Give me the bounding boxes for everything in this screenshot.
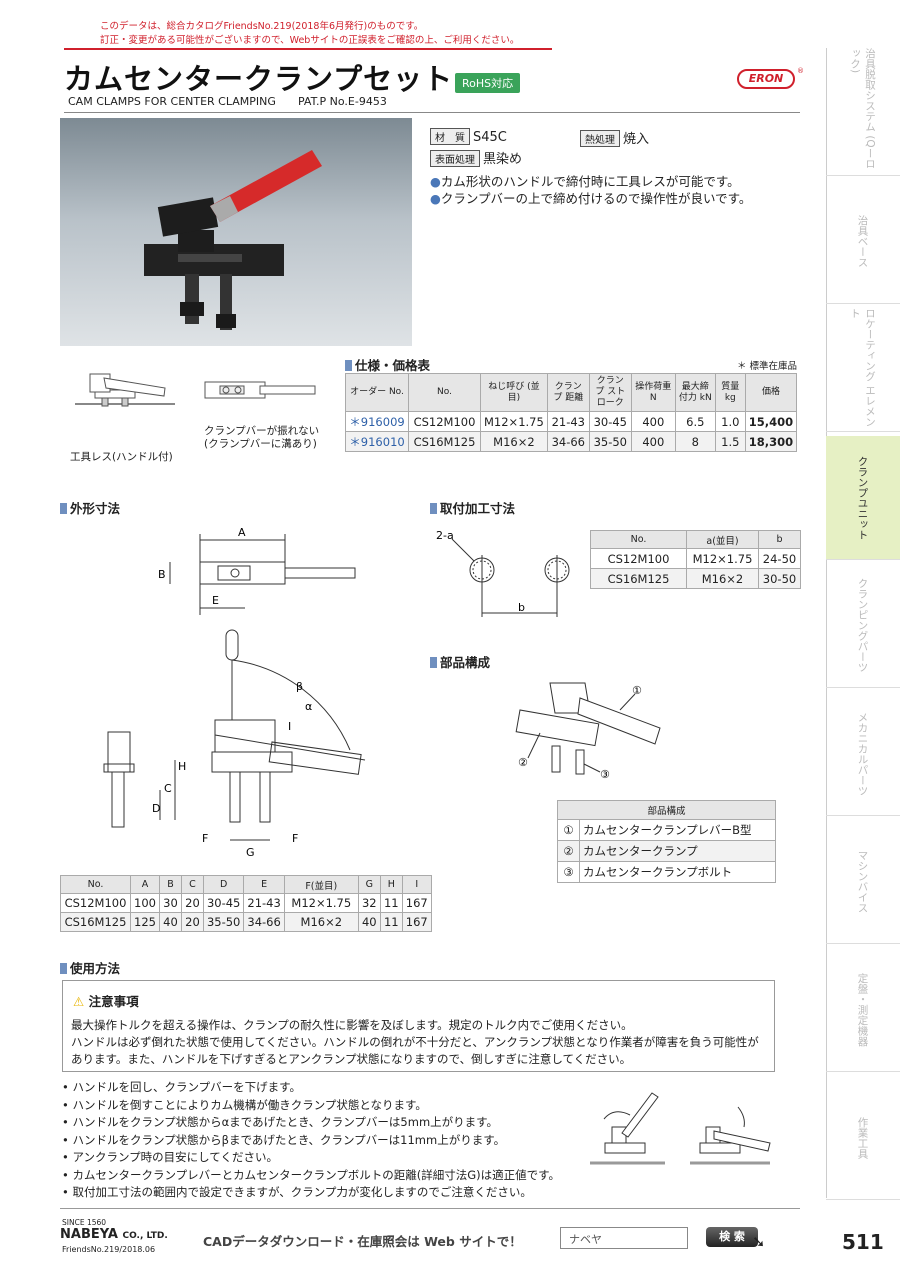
heat-spec: 熱処理焼入 <box>580 128 649 147</box>
sidebar-item-jig-base[interactable]: 治具ベース <box>826 180 900 304</box>
list-item: ハンドルを倒すことによりカム機構が働きクランプ状態となります。 <box>62 1097 560 1115</box>
label-h: H <box>178 760 186 773</box>
feature-list: ●カム形状のハンドルで締付時に工具レスが可能です。 ●クランプバーの上で締め付け… <box>430 173 751 207</box>
parts-drawing: ① ② ③ <box>510 668 670 791</box>
sidebar-item-measuring[interactable]: 定盤・測定機器 <box>826 948 900 1072</box>
list-item: アンクランプ時の目安にしてください。 <box>62 1149 560 1167</box>
label-b: b <box>518 601 525 614</box>
registered-mark: ® <box>797 67 804 75</box>
sidebar-item-locating[interactable]: ロケーティング エレメント <box>826 308 900 432</box>
catalog-notice: このデータは、総合カタログFriendsNo.219(2018年6月発行)のもの… <box>100 21 520 46</box>
sidebar-item-clamp-unit[interactable]: クランプユニット <box>826 436 900 560</box>
list-item: カムセンタークランプレバーとカムセンタークランプボルトの距離(詳細寸法G)は適正… <box>62 1167 560 1185</box>
sidebar-item-vise[interactable]: マシンバイス <box>826 820 900 944</box>
label-beta: β <box>296 680 303 693</box>
product-photo <box>60 118 412 346</box>
mount-section-title: 取付加工寸法 <box>430 498 515 517</box>
list-item: 取付加工寸法の範囲内で設定できますが、クランプ力が変化しますのでご注意ください。 <box>62 1184 560 1202</box>
label-2a: 2-a <box>436 529 454 542</box>
feature-item: ●カム形状のハンドルで締付時に工具レスが可能です。 <box>430 174 740 189</box>
usage-section-title: 使用方法 <box>60 958 120 977</box>
part-mark-2: ② <box>518 756 528 769</box>
caution-text: 最大操作トルクを超える操作は、クランプの耐久性に影響を及ぼします。規定のトルク内… <box>71 1018 759 1066</box>
label-d: D <box>152 802 160 815</box>
rohs-badge: RoHS対応 <box>455 73 521 93</box>
company-logo: NABEYA CO., LTD. <box>60 1227 168 1242</box>
feature-item: ●クランプバーの上で締め付けるので操作性が良いです。 <box>430 191 752 206</box>
mount-drawing: 2-a b <box>432 525 582 628</box>
sidebar-item-tools[interactable]: 作業工具 <box>826 1076 900 1200</box>
caution-box: ⚠ 注意事項 最大操作トルクを超える操作は、クランプの耐久性に影響を及ぼします。… <box>62 980 775 1072</box>
list-item: ハンドルをクランプ状態からβまであげたとき、クランプバーは11mm上がります。 <box>62 1132 560 1150</box>
label-g: G <box>246 846 255 859</box>
label-e: E <box>212 594 219 607</box>
page-title: カムセンタークランプセット <box>64 62 454 96</box>
page-number: 511 <box>842 1230 884 1254</box>
surface-spec: 表面処理黒染め <box>430 148 522 167</box>
dims-section-title: 外形寸法 <box>60 498 120 517</box>
price-section-title: 仕様・価格表 <box>345 355 430 374</box>
label-a: A <box>238 526 246 539</box>
table-row: ＊916009 CS12M100 M12×1.75 21-43 30-45 40… <box>345 411 798 432</box>
usage-illustration <box>590 1085 780 1178</box>
stock-note: ＊ 標準在庫品 <box>737 361 798 372</box>
part-mark-3: ③ <box>600 768 610 781</box>
list-item: ハンドルを回し、クランプバーを下げます。 <box>62 1079 560 1097</box>
cad-download-text: CADデータダウンロード・在庫照会は Web サイトで！ <box>203 1234 522 1249</box>
eron-logo: ERON <box>737 69 795 89</box>
sidebar-item-mechanical[interactable]: メカニカルパーツ <box>826 692 900 816</box>
sidebar <box>826 48 900 1198</box>
tool-less-caption: 工具レス(ハンドル付) <box>70 451 173 463</box>
notice-rule <box>64 48 552 50</box>
list-item: ハンドルをクランプ状態からαまであげたとき、クランプバーは5mm上がります。 <box>62 1114 560 1132</box>
label-b: B <box>158 568 166 581</box>
dims-drawing: A B E β α I H C D F G F <box>100 520 390 873</box>
label-alpha: α <box>305 700 312 713</box>
since-text: SINCE 1560 <box>62 1218 107 1227</box>
label-i: I <box>288 720 291 733</box>
label-c: C <box>164 782 172 795</box>
warning-icon: ⚠ <box>73 994 85 1009</box>
part-mark-1: ① <box>632 684 642 697</box>
catalog-ref: FriendsNo.219/2018.06 <box>62 1245 156 1254</box>
english-subtitle: CAM CLAMPS FOR CENTER CLAMPING <box>68 95 276 108</box>
title-rule <box>64 112 800 113</box>
label-f-left: F <box>202 832 208 845</box>
parts-section-title: 部品構成 <box>430 652 490 671</box>
caution-heading: ⚠ 注意事項 <box>73 994 139 1009</box>
sidebar-item-clamping-parts[interactable]: クランピングパーツ <box>826 564 900 688</box>
label-f-right: F <box>292 832 298 845</box>
footer-rule <box>60 1208 800 1209</box>
table-row: ＊916010 CS16M125 M16×2 34-66 35-50 400 8… <box>345 431 798 452</box>
usage-list: ハンドルを回し、クランプバーを下げます。 ハンドルを倒すことによりカム機構が働き… <box>62 1079 560 1202</box>
groove-illustration <box>200 370 320 423</box>
patent-number: PAT.P No.E-9453 <box>298 95 387 108</box>
groove-caption: クランプバーが振れない (クランプバーに溝あり) <box>204 425 320 450</box>
search-button[interactable]: 検 索 <box>706 1227 758 1247</box>
price-table: オーダー No. No. ねじ呼び (並目) クランプ 距離 クランプ ストロー… <box>345 373 798 452</box>
search-input[interactable]: ナベヤ <box>560 1227 688 1249</box>
cursor-arrow-icon: ➘ <box>752 1232 766 1251</box>
tool-less-illustration <box>70 360 180 423</box>
sidebar-item-qlock[interactable]: 治具脱取システム (Qーロック) <box>826 48 900 176</box>
